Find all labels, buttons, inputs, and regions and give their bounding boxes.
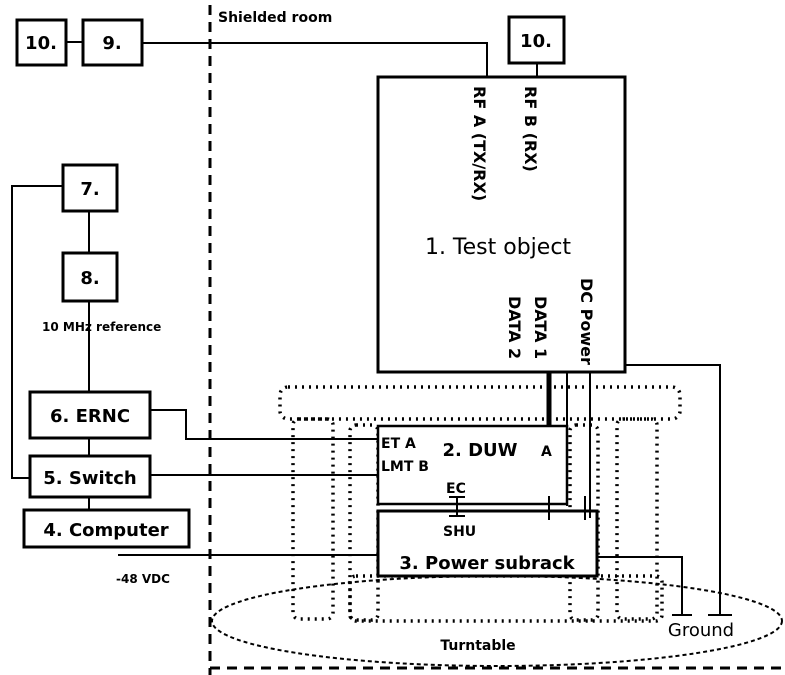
box-6-ernc: 6. ERNC bbox=[28, 390, 152, 440]
shu-label: SHU bbox=[443, 524, 476, 540]
box-10-left: 10. bbox=[15, 18, 68, 67]
data1-label: DATA 1 bbox=[531, 296, 550, 359]
box-10-left-label: 10. bbox=[25, 33, 57, 54]
box-8-label: 8. bbox=[80, 268, 99, 289]
box-4-computer: 4. Computer bbox=[22, 508, 191, 549]
data2-label: DATA 2 bbox=[505, 296, 524, 359]
box-10-top-label: 10. bbox=[520, 31, 552, 52]
mounting-frame bbox=[278, 385, 682, 623]
box-1-label: 1. Test object bbox=[425, 235, 571, 260]
connection-lines bbox=[11, 41, 732, 616]
box-8: 8. bbox=[61, 251, 119, 303]
minus-48vdc-label: -48 VDC bbox=[116, 572, 170, 586]
rf-b-label: RF B (RX) bbox=[521, 86, 540, 172]
duw-a-label: A bbox=[541, 444, 552, 460]
box-9: 9. bbox=[81, 18, 144, 67]
lmt-b-label: LMT B bbox=[381, 459, 429, 475]
et-a-label: ET A bbox=[381, 436, 416, 452]
box-5-switch: 5. Switch bbox=[28, 454, 152, 499]
box-1-test-object: 1. Test object bbox=[376, 75, 627, 374]
box-10-top: 10. bbox=[507, 15, 566, 65]
box-9-label: 9. bbox=[102, 33, 121, 54]
box-7: 7. bbox=[61, 163, 119, 213]
shielded-room-boundary bbox=[208, 5, 785, 675]
box-3-label: 3. Power subrack bbox=[399, 553, 575, 574]
dc-power-label: DC Power bbox=[577, 278, 596, 365]
duw-subrack-links bbox=[449, 372, 591, 520]
box-3-power-subrack: 3. Power subrack bbox=[376, 509, 599, 578]
ec-label: EC bbox=[446, 481, 466, 497]
box-4-label: 4. Computer bbox=[43, 520, 168, 541]
box-2-duw: 2. DUW bbox=[376, 424, 569, 506]
ten-mhz-reference-label: 10 MHz reference bbox=[42, 320, 161, 334]
shielded-room-label: Shielded room bbox=[218, 10, 332, 26]
box-6-label: 6. ERNC bbox=[50, 406, 130, 427]
rf-a-label: RF A (TX/RX) bbox=[470, 86, 489, 201]
box-5-label: 5. Switch bbox=[43, 468, 136, 489]
box-7-label: 7. bbox=[80, 179, 99, 200]
ground-label: Ground bbox=[668, 620, 734, 641]
box-2-label: 2. DUW bbox=[442, 440, 517, 461]
turntable-label: Turntable bbox=[440, 638, 515, 654]
